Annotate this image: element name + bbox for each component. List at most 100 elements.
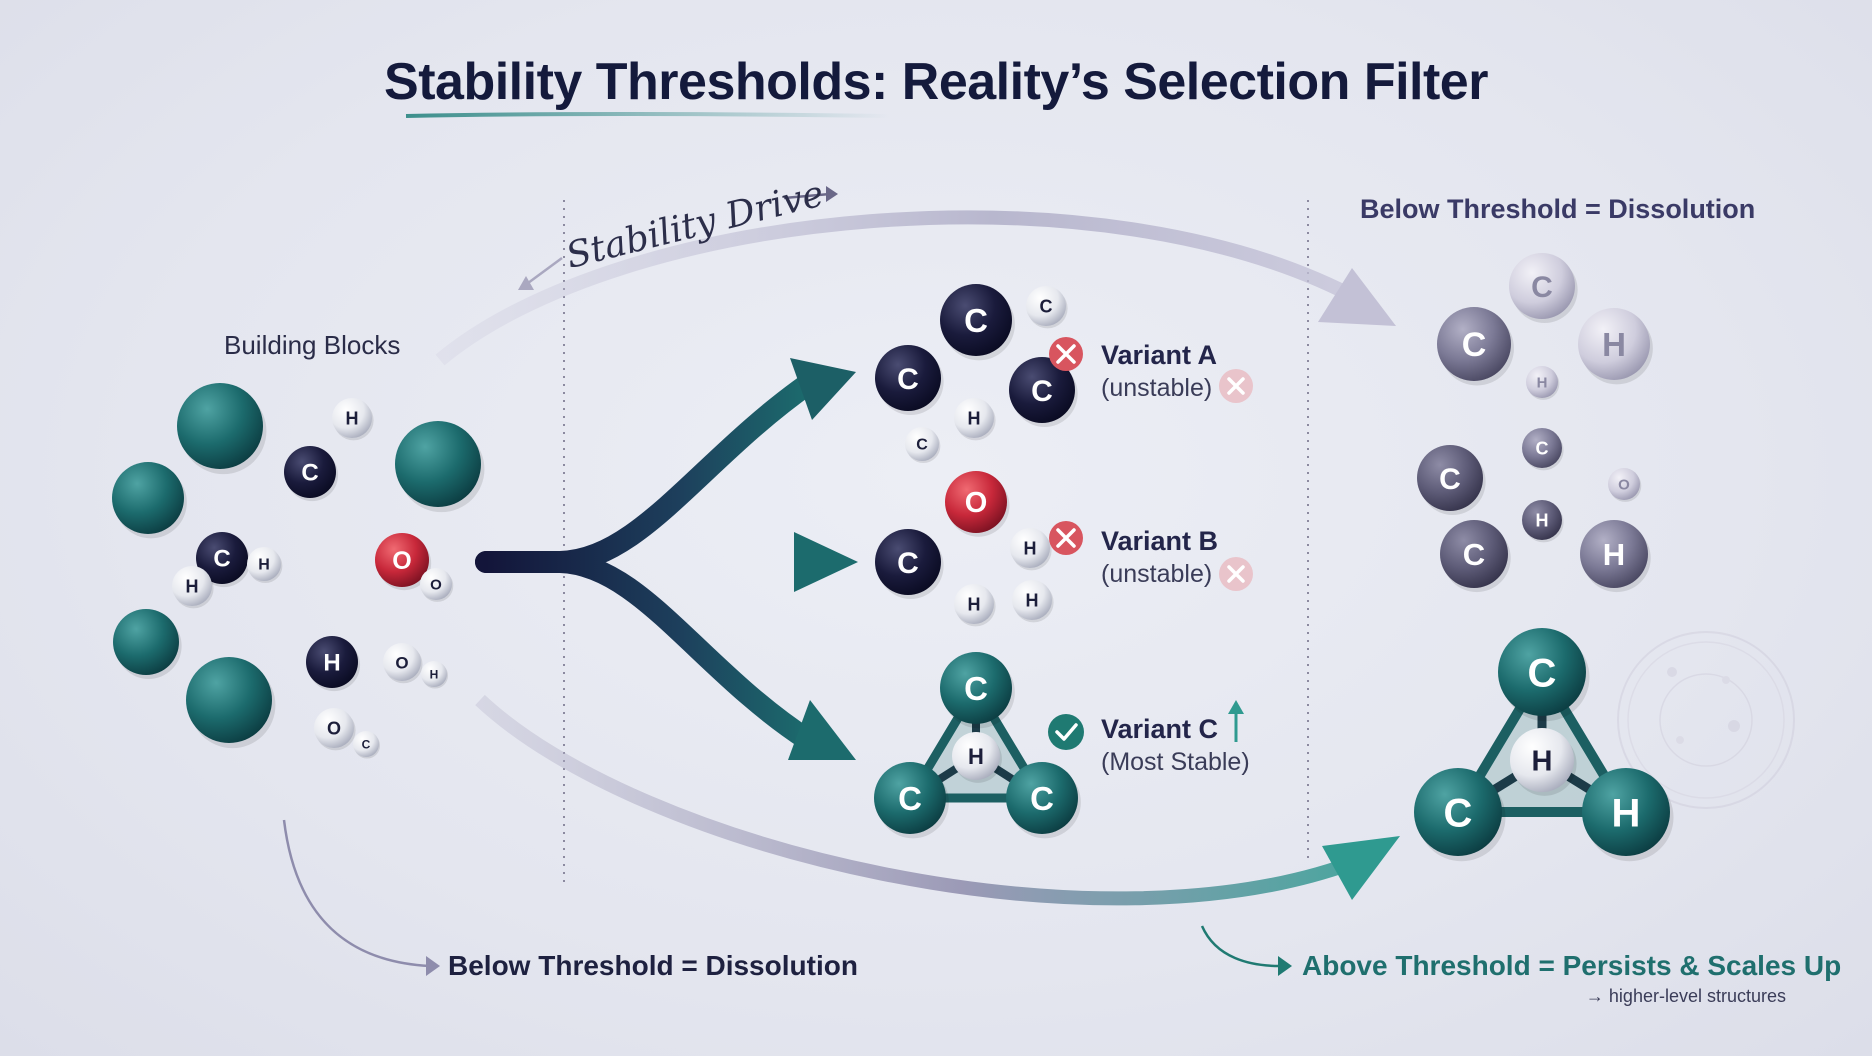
svg-text:O: O <box>392 547 411 575</box>
building-blocks-sphere-atom-3 <box>113 609 182 679</box>
variant-a-status: (unstable) <box>1101 374 1213 402</box>
svg-text:C: C <box>1444 792 1473 836</box>
svg-text:H: H <box>1026 591 1039 611</box>
svg-text:H: H <box>1603 537 1625 572</box>
dissolved-atom-5: C <box>1522 428 1564 471</box>
svg-text:C: C <box>897 363 919 396</box>
dissolved-atom-9: H <box>1580 520 1651 593</box>
svg-text:H: H <box>1602 326 1626 363</box>
drive-arrow-left <box>523 256 563 288</box>
building-blocks-atom-2: C <box>196 532 251 588</box>
drive-arrow-right <box>783 192 831 200</box>
variant-b-atom-2: H <box>1010 528 1052 571</box>
svg-text:H: H <box>258 557 270 574</box>
building-blocks-atom-0: H <box>332 398 374 441</box>
stable-result-atom-2: C <box>1414 768 1506 862</box>
building-blocks-atom-4: H <box>172 566 214 609</box>
variant-a-atom-2: C <box>875 345 944 415</box>
svg-text:C: C <box>1439 463 1461 496</box>
variant-b-reject-icon <box>1049 521 1083 555</box>
variant-a-atom-0: C <box>940 284 1015 361</box>
svg-text:C: C <box>1030 780 1054 817</box>
svg-text:C: C <box>964 670 988 707</box>
svg-text:H: H <box>346 409 359 429</box>
building-blocks-sphere-atom-0 <box>177 383 267 475</box>
svg-text:H: H <box>1612 792 1641 836</box>
variant-c-arrow-up-icon <box>1228 700 1244 742</box>
svg-text:H: H <box>1536 511 1549 531</box>
variant-c-atom-3: C <box>1006 762 1081 839</box>
variant-a-atom-4: H <box>954 398 996 441</box>
building-blocks-atom-9: H <box>421 661 449 689</box>
building-blocks-atom-5: O <box>375 533 432 591</box>
dissolved-atom-7: H <box>1522 500 1564 543</box>
svg-text:O: O <box>965 487 988 519</box>
building-blocks-atom-8: O <box>383 643 423 684</box>
svg-text:C: C <box>1531 271 1553 304</box>
variant-c-title: Variant C <box>1101 714 1219 744</box>
svg-text:H: H <box>968 744 984 769</box>
footer-arrow-left <box>282 819 431 968</box>
variant-b-status-close-icon <box>1219 557 1253 591</box>
svg-text:H: H <box>1024 539 1037 559</box>
bottom-arc-arrowhead <box>1322 836 1400 900</box>
dissolved-atom-2: H <box>1578 308 1653 385</box>
variant-a-title: Variant A <box>1101 340 1218 370</box>
drive-arrow-left-head <box>518 276 534 290</box>
svg-text:O: O <box>327 719 341 739</box>
higher-level-note: → higher-level structures <box>1585 986 1786 1006</box>
building-blocks-atom-7: H <box>306 636 361 692</box>
dissolved-atom-4: C <box>1417 445 1486 515</box>
variant-b-atom-4: H <box>1012 580 1054 623</box>
building-blocks-atom-11: C <box>353 731 381 759</box>
top-arc-arrowhead <box>1318 268 1396 326</box>
svg-text:C: C <box>898 780 922 817</box>
svg-text:C: C <box>1031 375 1053 408</box>
variant-a-atom-3: C <box>1009 357 1078 427</box>
svg-text:C: C <box>213 546 230 573</box>
svg-text:C: C <box>1536 439 1549 459</box>
footer-arrow-left-head <box>426 956 440 976</box>
svg-text:C: C <box>916 437 928 454</box>
bottom-arc-arrow <box>475 694 1363 906</box>
variant-a-reject-icon <box>1049 337 1083 371</box>
variant-b-atom-1: C <box>875 529 944 599</box>
dissolved-atom-0: C <box>1509 253 1578 323</box>
variant-b-title: Variant B <box>1101 526 1219 556</box>
title-underline <box>405 112 891 118</box>
variant-c-atom-1: H <box>952 732 1002 783</box>
dissolved-atom-1: C <box>1437 307 1514 386</box>
drive-arrow-right-head <box>826 186 838 202</box>
top-right-label: Below Threshold = Dissolution <box>1360 194 1756 224</box>
building-blocks-atom-6: O <box>420 568 454 602</box>
svg-text:C: C <box>362 737 371 751</box>
svg-text:O: O <box>430 576 442 593</box>
variant-c-accept-icon <box>1048 714 1084 750</box>
svg-text:H: H <box>1537 374 1548 391</box>
svg-text:C: C <box>1040 297 1053 317</box>
variant-b-atom-0: O <box>945 471 1010 537</box>
svg-text:H: H <box>1532 746 1553 778</box>
building-blocks-sphere-atom-1 <box>112 462 187 539</box>
svg-text:C: C <box>1462 326 1487 364</box>
svg-text:C: C <box>964 302 988 339</box>
svg-text:C: C <box>301 460 318 487</box>
page-title: Stability Thresholds: Reality’s Selectio… <box>384 53 1488 111</box>
svg-text:C: C <box>1463 537 1485 572</box>
variant-b-status: (unstable) <box>1101 560 1213 588</box>
variant-c-atom-2: C <box>874 762 949 839</box>
svg-text:O: O <box>395 653 408 672</box>
variant-c-atom-0: C <box>940 652 1015 729</box>
building-blocks-sphere-atom-2 <box>395 421 485 513</box>
variant-a-atom-1: C <box>1026 286 1068 329</box>
svg-text:C: C <box>897 547 919 580</box>
variant-c-status: (Most Stable) <box>1101 748 1250 776</box>
footer-arrow-right-head <box>1278 956 1292 976</box>
stable-result-atom-1: H <box>1510 728 1577 796</box>
svg-text:H: H <box>968 409 981 429</box>
top-arc-arrow <box>435 210 1364 366</box>
building-blocks-atom-3: H <box>247 547 283 584</box>
